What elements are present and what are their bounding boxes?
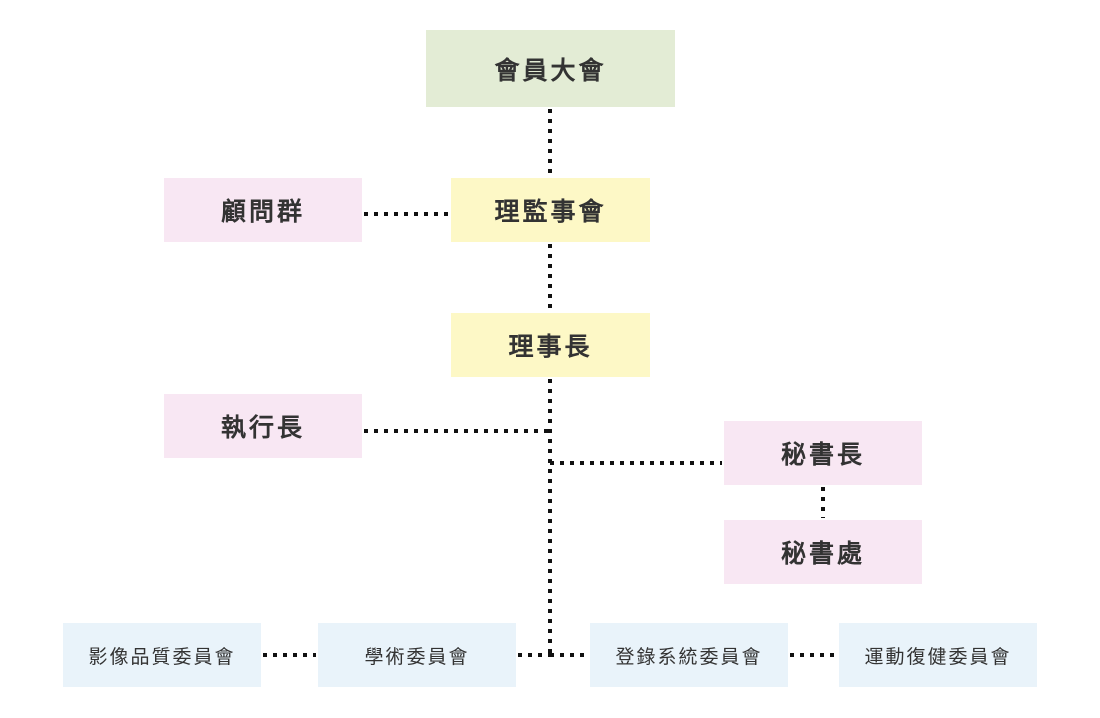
general-assembly-box: 會員大會	[426, 30, 675, 107]
advisory-group-box: 顧問群	[164, 178, 362, 242]
general-assembly-label: 會員大會	[494, 55, 607, 85]
secretariat-label: 秘書處	[780, 539, 865, 568]
committee-box-image-quality: 影像品質委員會	[63, 623, 261, 687]
secretary-general-box: 秘書長	[724, 421, 922, 485]
secretariat-box: 秘書處	[724, 520, 922, 584]
chairman-label: 理事長	[508, 332, 593, 361]
committee-box-sports-rehab: 運動復健委員會	[839, 623, 1037, 687]
committee-label: 運動復健委員會	[864, 645, 1012, 668]
committee-box-academic: 學術委員會	[318, 623, 516, 687]
board-box: 理監事會	[451, 178, 650, 242]
advisory-group-label: 顧問群	[220, 197, 305, 226]
committee-box-registry: 登錄系統委員會	[590, 623, 788, 687]
secretary-general-label: 秘書長	[780, 440, 865, 469]
committee-label: 登錄系統委員會	[615, 645, 763, 668]
committee-label: 影像品質委員會	[88, 645, 236, 668]
executive-director-box: 執行長	[164, 394, 362, 458]
committee-label: 學術委員會	[364, 645, 470, 668]
board-label: 理監事會	[494, 197, 607, 226]
chairman-box: 理事長	[451, 313, 650, 377]
executive-director-label: 執行長	[220, 413, 305, 442]
